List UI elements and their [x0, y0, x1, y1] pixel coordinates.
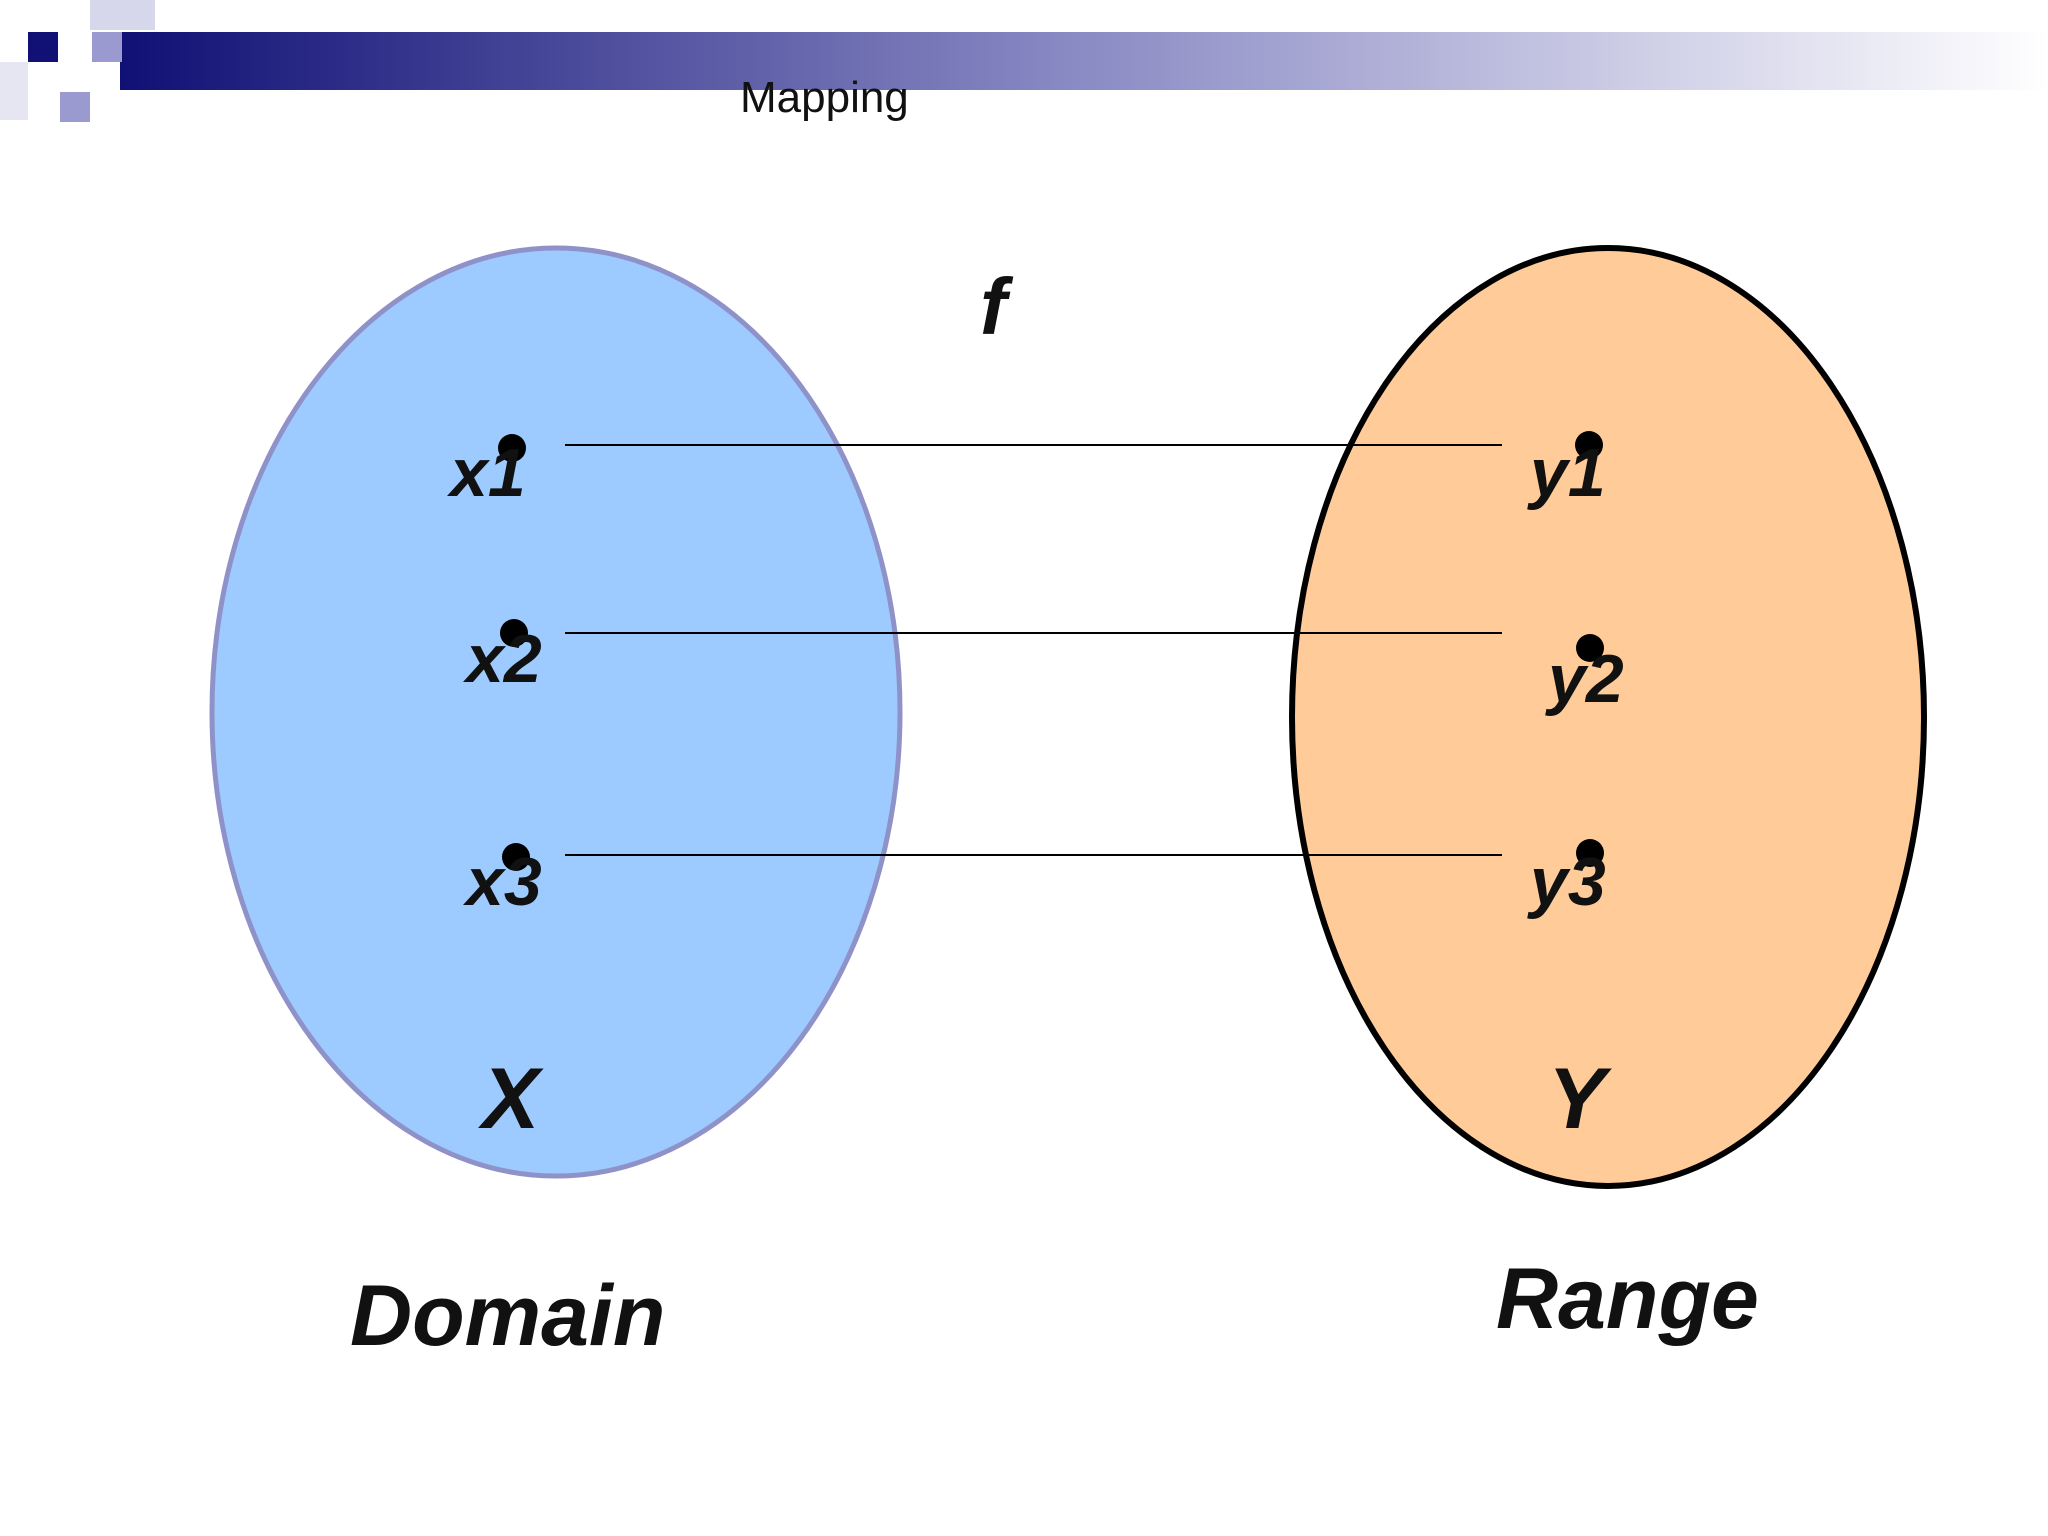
- domain-point-x3: [502, 843, 530, 871]
- domain-caption: Domain: [350, 1268, 665, 1364]
- domain-set: x1 x2 x3 X: [209, 245, 903, 1179]
- range-element-y1: y1: [1527, 435, 1606, 511]
- decorative-square-light-1: [92, 32, 122, 62]
- domain-element-x2: x2: [463, 621, 542, 697]
- range-caption: Range: [1496, 1251, 1759, 1347]
- range-ellipse: [1289, 245, 1927, 1189]
- mapping-lines: [565, 444, 1502, 856]
- title-banner-bar: [120, 32, 2048, 90]
- decorative-square-top: [90, 0, 155, 30]
- title-banner: Mapping: [0, 0, 2048, 122]
- range-point-y3: [1576, 839, 1604, 867]
- range-point-y1: [1575, 431, 1603, 459]
- domain-element-x1: x1: [447, 435, 526, 511]
- decorative-square-center-light: [58, 62, 88, 92]
- domain-point-x2: [500, 619, 528, 647]
- domain-ellipse: [209, 245, 903, 1179]
- function-label: f: [980, 262, 1014, 351]
- decorative-square-light-2: [60, 92, 90, 122]
- range-set: y1 y2 y3 Y: [1289, 245, 1927, 1189]
- slide-title: Mapping: [740, 73, 909, 122]
- decorative-square-left-dark: [28, 32, 58, 62]
- domain-point-x1: [498, 434, 526, 462]
- domain-set-label: X: [478, 1051, 544, 1147]
- range-element-y2: y2: [1545, 641, 1624, 717]
- range-element-y3: y3: [1527, 844, 1606, 920]
- range-set-label: Y: [1548, 1051, 1612, 1147]
- domain-element-x3: x3: [463, 844, 542, 920]
- decorative-square-pale: [0, 62, 28, 120]
- range-point-y2: [1576, 634, 1604, 662]
